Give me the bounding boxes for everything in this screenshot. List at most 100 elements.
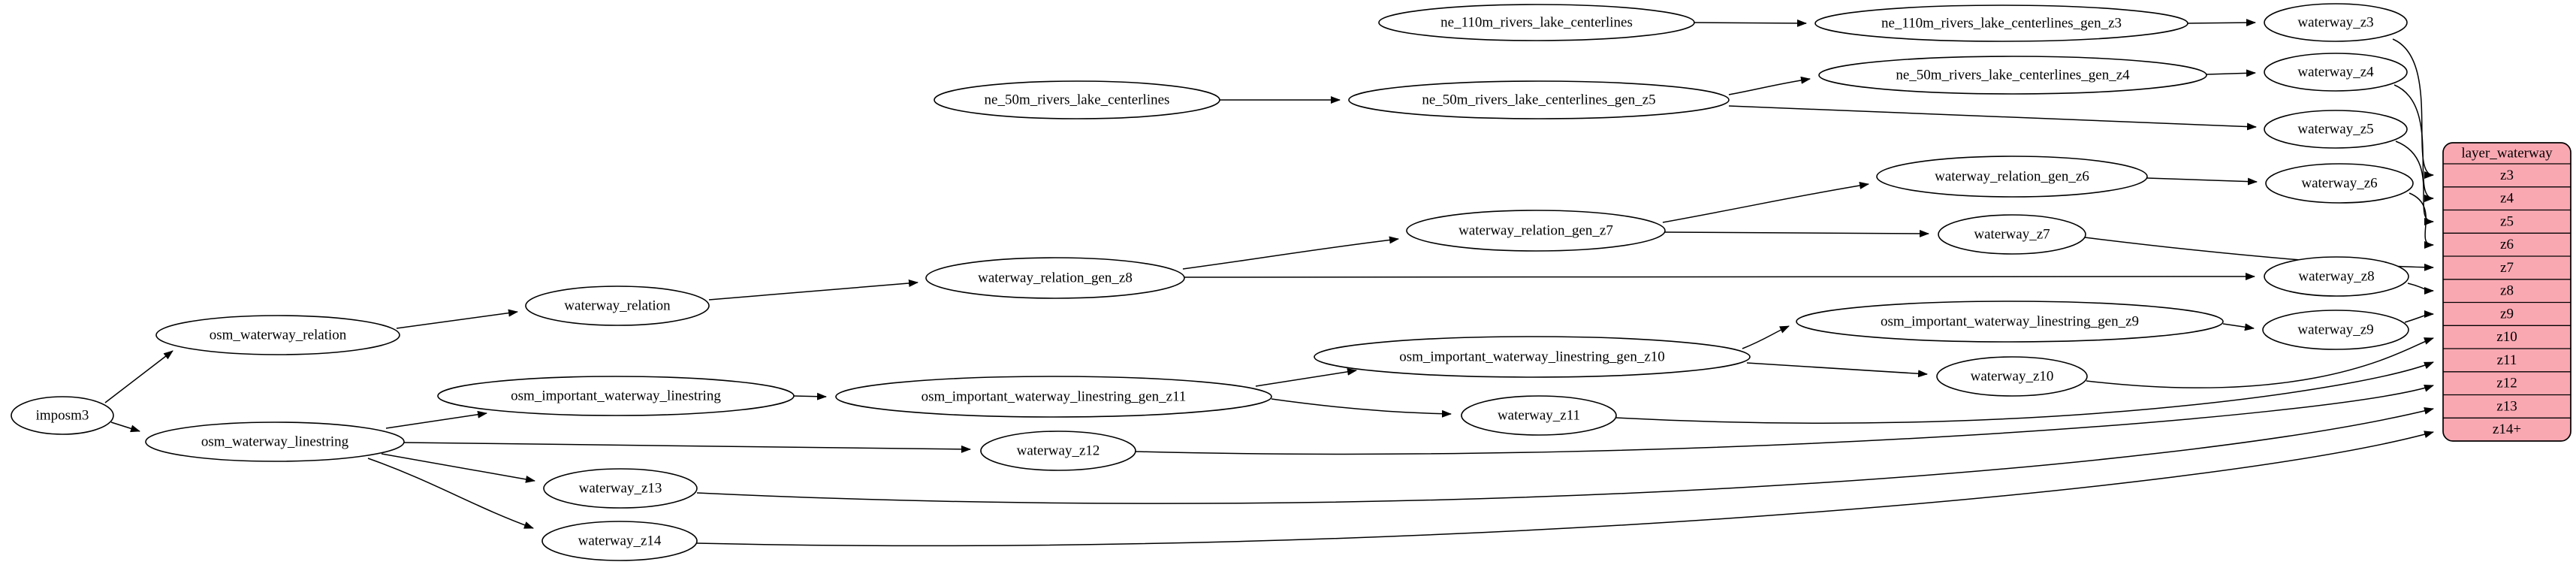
node-waterway_z12-shape (980, 431, 1136, 471)
layer-table-box (2442, 142, 2571, 442)
node-ne_50m_rivers_lake_centerlines: ne_50m_rivers_lake_centerlines (934, 80, 1220, 119)
node-osm_waterway_relation-label: osm_waterway_relation (210, 328, 347, 343)
node-ne_50m_rivers_lake_centerlines_gen_z5: ne_50m_rivers_lake_centerlines_gen_z5 (1348, 80, 1730, 119)
node-osm_important_waterway_linestring-label: osm_important_waterway_linestring (511, 388, 721, 404)
layer-table-row-z7: z7 (2500, 260, 2514, 276)
edge-waterway_z14--layer_waterway-z14plus (696, 431, 2434, 547)
node-ne_110m_rivers_lake_centerlines_gen_z3-label: ne_110m_rivers_lake_centerlines_gen_z3 (1881, 16, 2122, 32)
edge-osm_important_waterway_linestring_gen_z10--osm_important_waterway_linestring_gen_z9 (1742, 325, 1790, 349)
node-ne_50m_rivers_lake_centerlines_gen_z5-label: ne_50m_rivers_lake_centerlines_gen_z5 (1422, 92, 1655, 108)
edge-ne_50m_rivers_lake_centerlines_gen_z5--waterway_z5 (1728, 105, 2257, 131)
node-osm_waterway_linestring-label: osm_waterway_linestring (201, 434, 349, 450)
edge-waterway_z3--layer_waterway-z3 (2392, 38, 2434, 179)
node-waterway_z13: waterway_z13 (543, 468, 698, 509)
node-waterway_z11-label: waterway_z11 (1498, 408, 1580, 424)
edge-waterway_z4--layer_waterway-z4 (2394, 84, 2434, 202)
node-waterway_relation-shape (525, 286, 710, 326)
layer-table-title: layer_waterway (2461, 146, 2553, 162)
edge-waterway_relation_gen_z8--waterway_relation_gen_z7 (1182, 236, 1399, 270)
node-waterway_z8-label: waterway_z8 (2298, 269, 2374, 285)
node-waterway_z6-label: waterway_z6 (2301, 176, 2377, 192)
node-ne_50m_rivers_lake_centerlines_gen_z4: ne_50m_rivers_lake_centerlines_gen_z4 (1818, 56, 2207, 95)
node-ne_50m_rivers_lake_centerlines_gen_z4-label: ne_50m_rivers_lake_centerlines_gen_z4 (1896, 68, 2130, 83)
node-waterway_z8: waterway_z8 (2264, 256, 2409, 297)
node-waterway_relation_gen_z6-shape (1876, 156, 2148, 198)
edge-waterway_z12--layer_waterway-z12 (1135, 385, 2434, 455)
edge-waterway_relation_gen_z7--waterway_relation_gen_z6 (1662, 182, 1869, 223)
node-waterway_z14: waterway_z14 (541, 521, 698, 561)
node-waterway_relation_gen_z8: waterway_relation_gen_z8 (925, 257, 1185, 299)
node-osm_important_waterway_linestring_gen_z11: osm_important_waterway_linestring_gen_z1… (835, 376, 1272, 418)
layer-table-row-z5: z5 (2500, 214, 2514, 230)
edge-waterway_z11--layer_waterway-z11 (1615, 361, 2434, 424)
edge-waterway_z6--layer_waterway-z6 (2409, 192, 2434, 249)
node-waterway_z3: waterway_z3 (2264, 3, 2408, 42)
node-ne_110m_rivers_lake_centerlines_gen_z3-shape (1814, 5, 2188, 42)
node-waterway_z5-label: waterway_z5 (2297, 122, 2373, 137)
node-waterway_z9-label: waterway_z9 (2297, 322, 2373, 338)
node-ne_50m_rivers_lake_centerlines-shape (934, 80, 1220, 119)
node-waterway_z9-shape (2262, 310, 2409, 350)
node-waterway_z7-shape (1938, 214, 2086, 255)
edge-waterway_z10--layer_waterway-z10 (2086, 337, 2434, 388)
node-ne_50m_rivers_lake_centerlines_gen_z5-shape (1348, 80, 1730, 119)
node-osm_important_waterway_linestring_gen_z9: osm_important_waterway_linestring_gen_z9 (1796, 301, 2224, 343)
edge-waterway_relation_gen_z8--waterway_z8 (1184, 273, 2255, 281)
edge-imposm3--osm_waterway_relation (104, 350, 173, 403)
node-waterway_z5: waterway_z5 (2264, 110, 2408, 149)
node-waterway_relation_gen_z8-shape (925, 257, 1185, 299)
node-waterway_z12-label: waterway_z12 (1017, 443, 1100, 459)
layer-table-row-z11: z11 (2497, 352, 2517, 368)
node-osm_important_waterway_linestring_gen_z10-label: osm_important_waterway_linestring_gen_z1… (1399, 349, 1665, 365)
node-waterway_z13-label: waterway_z13 (579, 481, 662, 497)
edge-waterway_relation--waterway_relation_gen_z8 (708, 279, 918, 301)
node-waterway_relation: waterway_relation (525, 286, 710, 326)
node-waterway_z9: waterway_z9 (2262, 310, 2409, 350)
node-waterway_z4-shape (2264, 53, 2408, 92)
node-waterway_z3-label: waterway_z3 (2297, 15, 2373, 31)
node-waterway_z4: waterway_z4 (2264, 53, 2408, 92)
node-waterway_z3-shape (2264, 3, 2408, 42)
node-osm_important_waterway_linestring: osm_important_waterway_linestring (437, 376, 795, 416)
edge-waterway_relation_gen_z6--waterway_z6 (2146, 177, 2258, 186)
node-osm_waterway_linestring-shape (145, 421, 405, 462)
node-waterway_z7-label: waterway_z7 (1974, 227, 2050, 243)
edge-osm_waterway_relation--waterway_relation (396, 309, 518, 329)
node-waterway_relation_gen_z6-label: waterway_relation_gen_z6 (1935, 169, 2089, 185)
node-waterway_z8-shape (2264, 256, 2409, 297)
node-waterway_z6: waterway_z6 (2265, 163, 2414, 204)
layer-table-row-z6: z6 (2500, 237, 2514, 252)
node-waterway_z14-shape (541, 521, 698, 561)
node-waterway_relation-label: waterway_relation (564, 298, 671, 314)
layer-table-row-z14plus: z14+ (2493, 421, 2521, 437)
node-ne_110m_rivers_lake_centerlines-label: ne_110m_rivers_lake_centerlines (1440, 15, 1633, 31)
edge-waterway_z8--layer_waterway-z8 (2407, 282, 2434, 295)
layer-table-row-z9: z9 (2500, 306, 2514, 322)
edge-osm_important_waterway_linestring_gen_z11--waterway_z11 (1271, 398, 1452, 418)
node-waterway_relation_gen_z7-label: waterway_relation_gen_z7 (1458, 223, 1613, 239)
layer-table-row-z3: z3 (2500, 168, 2514, 183)
node-waterway_relation_gen_z6: waterway_relation_gen_z6 (1876, 156, 2148, 198)
edge-imposm3--osm_waterway_linestring (110, 421, 140, 433)
node-waterway_relation_gen_z7: waterway_relation_gen_z7 (1406, 210, 1666, 252)
node-osm_important_waterway_linestring_gen_z9-shape (1796, 301, 2224, 343)
node-waterway_relation_gen_z7-shape (1406, 210, 1666, 252)
node-osm_important_waterway_linestring_gen_z11-shape (835, 376, 1272, 418)
node-imposm3: imposm3 (11, 396, 114, 435)
node-osm_important_waterway_linestring-shape (437, 376, 795, 416)
edge-ne_50m_rivers_lake_centerlines_gen_z4--waterway_z4 (2206, 69, 2256, 77)
node-ne_110m_rivers_lake_centerlines_gen_z3: ne_110m_rivers_lake_centerlines_gen_z3 (1814, 5, 2188, 42)
node-waterway_z10-shape (1936, 356, 2088, 397)
edge-osm_important_waterway_linestring_gen_z9--waterway_z9 (2222, 323, 2255, 331)
layer-table-row-z10: z10 (2496, 329, 2517, 345)
edge-osm_important_waterway_linestring_gen_z10--waterway_z10 (1746, 362, 1928, 378)
edge-osm_important_waterway_linestring_gen_z11--osm_important_waterway_linestring_gen_z10 (1255, 367, 1357, 387)
node-imposm3-shape (11, 396, 114, 435)
node-waterway_relation_gen_z8-label: waterway_relation_gen_z8 (978, 270, 1133, 286)
edge-waterway_z9--layer_waterway-z9 (2404, 310, 2434, 323)
node-waterway_z13-shape (543, 468, 698, 509)
edge-osm_important_waterway_linestring--osm_important_waterway_linestring_gen_z11 (793, 392, 827, 400)
node-osm_important_waterway_linestring_gen_z11-label: osm_important_waterway_linestring_gen_z1… (922, 389, 1187, 405)
edge-waterway_relation_gen_z7--waterway_z7 (1664, 229, 1929, 237)
node-waterway_z12: waterway_z12 (980, 431, 1136, 471)
